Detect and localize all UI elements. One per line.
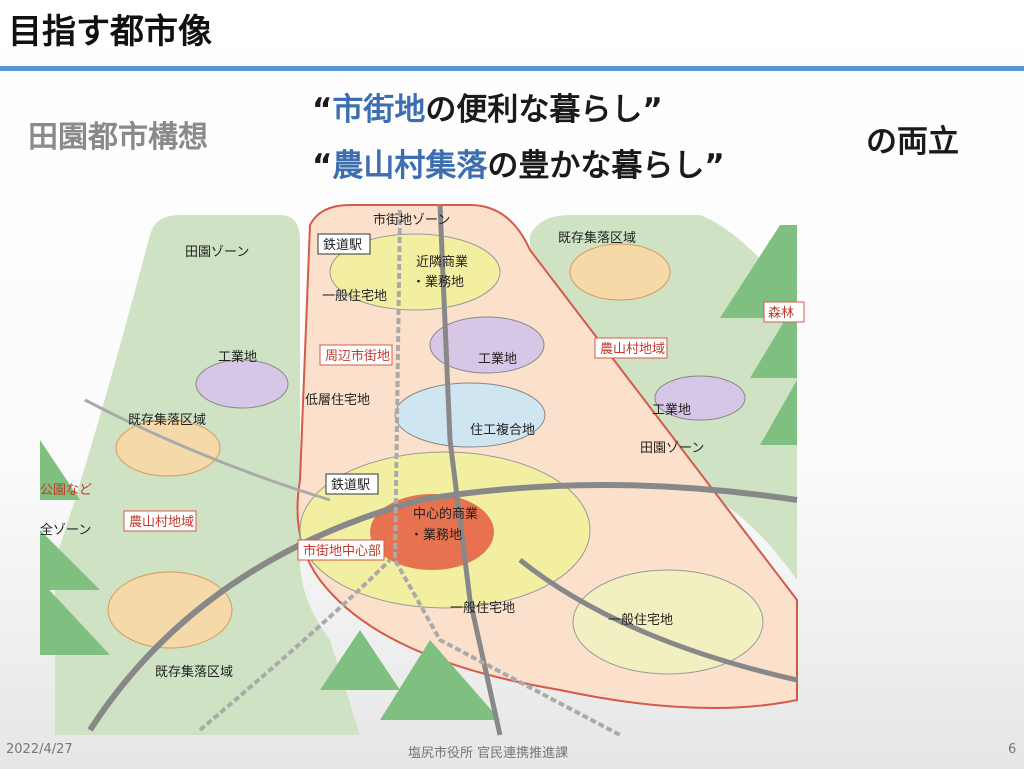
label: 工業地 bbox=[218, 349, 257, 365]
label: 住工複合地 bbox=[470, 422, 535, 438]
label: ・業務地 bbox=[410, 527, 462, 543]
subtitle: 田園都市構想 bbox=[28, 120, 208, 155]
quote-open: “ bbox=[312, 92, 333, 128]
industrial-left bbox=[195, 359, 289, 409]
label: 一般住宅地 bbox=[322, 288, 387, 304]
neighborhood-commercial bbox=[329, 233, 501, 311]
label: 工業地 bbox=[652, 402, 691, 418]
district-label: 公園など bbox=[40, 483, 92, 498]
railway bbox=[392, 209, 621, 737]
quote-rest: の豊かな暮らし” bbox=[487, 148, 725, 184]
quote-rest: の便利な暮らし” bbox=[425, 92, 663, 128]
station-label: 鉄道駅 bbox=[331, 478, 370, 493]
road bbox=[84, 398, 331, 502]
label: 田園ゾーン bbox=[185, 245, 249, 260]
forest-tree bbox=[380, 640, 500, 720]
coexistence-text: の両立 bbox=[866, 124, 959, 160]
forest-tree bbox=[40, 530, 100, 590]
slide-title: 目指す都市像 bbox=[8, 12, 212, 52]
label: 市街地ゾーン bbox=[373, 212, 450, 228]
label: 既存集落区域 bbox=[558, 230, 636, 246]
label: 田園ゾーン bbox=[640, 441, 704, 456]
footer-org: 塩尻市役所 官民連携推進課 bbox=[408, 746, 569, 761]
label: 工業地 bbox=[478, 351, 517, 367]
quote-open: “ bbox=[312, 148, 333, 184]
district-label: 市街地中心部 bbox=[303, 543, 381, 559]
village-bottom bbox=[107, 571, 233, 649]
forest-tree bbox=[320, 630, 400, 690]
quote-line-2: “農山村集落の豊かな暮らし” bbox=[312, 140, 725, 185]
industrial-mid bbox=[429, 316, 545, 374]
village-right bbox=[569, 243, 671, 301]
mixed-use bbox=[394, 382, 546, 448]
roads-rail bbox=[84, 204, 798, 737]
quote-highlight: 農山村集落 bbox=[332, 148, 488, 184]
district-label: 森林 bbox=[768, 306, 794, 321]
label: 低層住宅地 bbox=[305, 393, 370, 408]
quote-line-1: “市街地の便利な暮らし” bbox=[312, 84, 663, 129]
page-number: 6 bbox=[1008, 742, 1017, 757]
label: 既存集落区域 bbox=[128, 412, 206, 428]
label: 一般住宅地 bbox=[608, 612, 673, 628]
footer-date: 2022/4/27 bbox=[6, 742, 73, 757]
title-rule bbox=[0, 66, 1024, 71]
station-label: 鉄道駅 bbox=[323, 238, 362, 253]
forest-tree bbox=[40, 580, 110, 655]
road bbox=[518, 558, 798, 683]
labels: 田園ゾーン 市街地ゾーン 鉄道駅 近隣商業 ・業務地 一般住宅地 既存集落区域 … bbox=[40, 212, 805, 680]
forest-tree bbox=[760, 380, 797, 445]
district-label: 農山村地域 bbox=[129, 515, 194, 530]
label: 全ゾーン bbox=[40, 522, 91, 538]
label: 中心的商業 bbox=[413, 506, 478, 522]
industrial-right bbox=[654, 375, 746, 421]
railway bbox=[198, 558, 392, 732]
forest-tree bbox=[40, 440, 80, 500]
label: 一般住宅地 bbox=[450, 600, 515, 616]
road bbox=[437, 204, 503, 736]
village-left bbox=[115, 419, 221, 477]
quote-highlight: 市街地 bbox=[332, 92, 426, 128]
residential-right bbox=[572, 569, 764, 675]
label: ・業務地 bbox=[412, 274, 464, 290]
district-label: 周辺市街地 bbox=[325, 348, 390, 364]
road bbox=[87, 482, 798, 732]
forest-tree bbox=[720, 225, 797, 318]
label: 近隣商業 bbox=[416, 254, 468, 270]
label: 既存集落区域 bbox=[155, 664, 233, 680]
district-label: 農山村地域 bbox=[600, 342, 665, 357]
